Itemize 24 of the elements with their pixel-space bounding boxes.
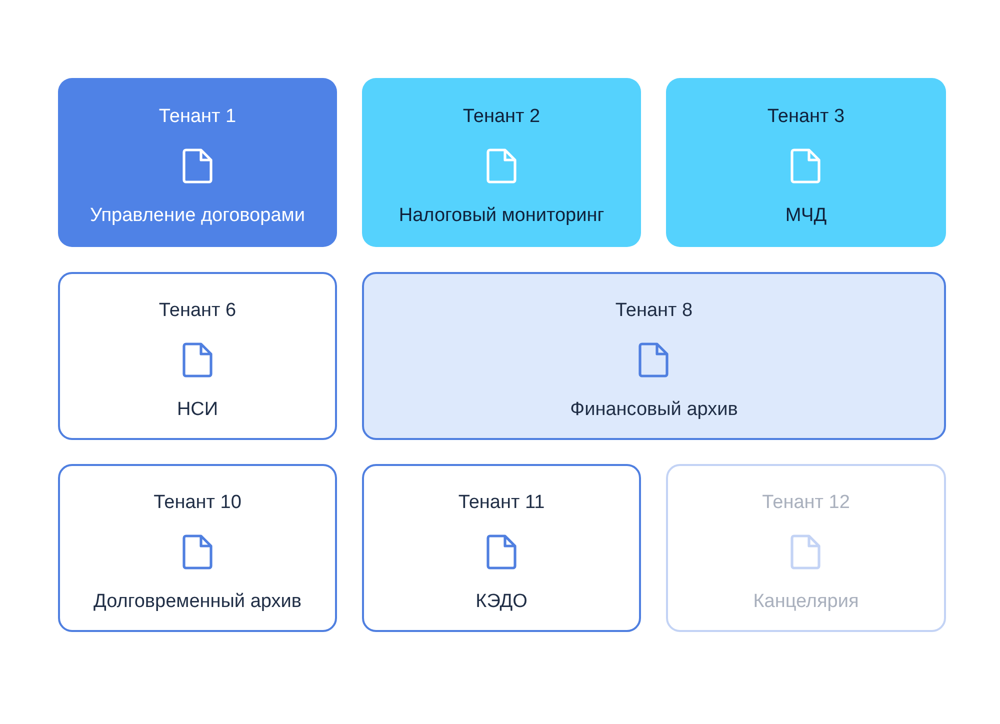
- card-title: Тенант 10: [154, 492, 242, 514]
- card-label: МЧД: [785, 205, 827, 227]
- card-label: Финансовый архив: [570, 399, 738, 421]
- tenant-card: [362, 464, 641, 632]
- card-title: Тенант 12: [762, 492, 850, 514]
- card-title: Тенант 2: [462, 106, 540, 128]
- card-label: Канцелярия: [753, 591, 859, 613]
- card-label: Долговременный архив: [94, 591, 302, 613]
- card-label: НСИ: [176, 399, 218, 421]
- card-title: Тенант 8: [615, 300, 693, 322]
- tenant-card: [362, 78, 641, 247]
- card-title: Тенант 1: [158, 106, 236, 128]
- tenant-card: [666, 464, 946, 632]
- tenant-card: [666, 78, 946, 247]
- tenant-card: [362, 272, 946, 440]
- card-label: Управление договорами: [90, 205, 305, 227]
- tenant-card: [58, 78, 337, 247]
- tenant-card: [58, 464, 337, 632]
- card-title: Тенант 3: [767, 106, 845, 128]
- tenant-card: [58, 272, 337, 440]
- card-title: Тенант 11: [458, 492, 545, 514]
- card-label: Налоговый мониторинг: [398, 205, 604, 227]
- card-title: Тенант 6: [158, 300, 236, 322]
- card-label: КЭДО: [476, 591, 528, 613]
